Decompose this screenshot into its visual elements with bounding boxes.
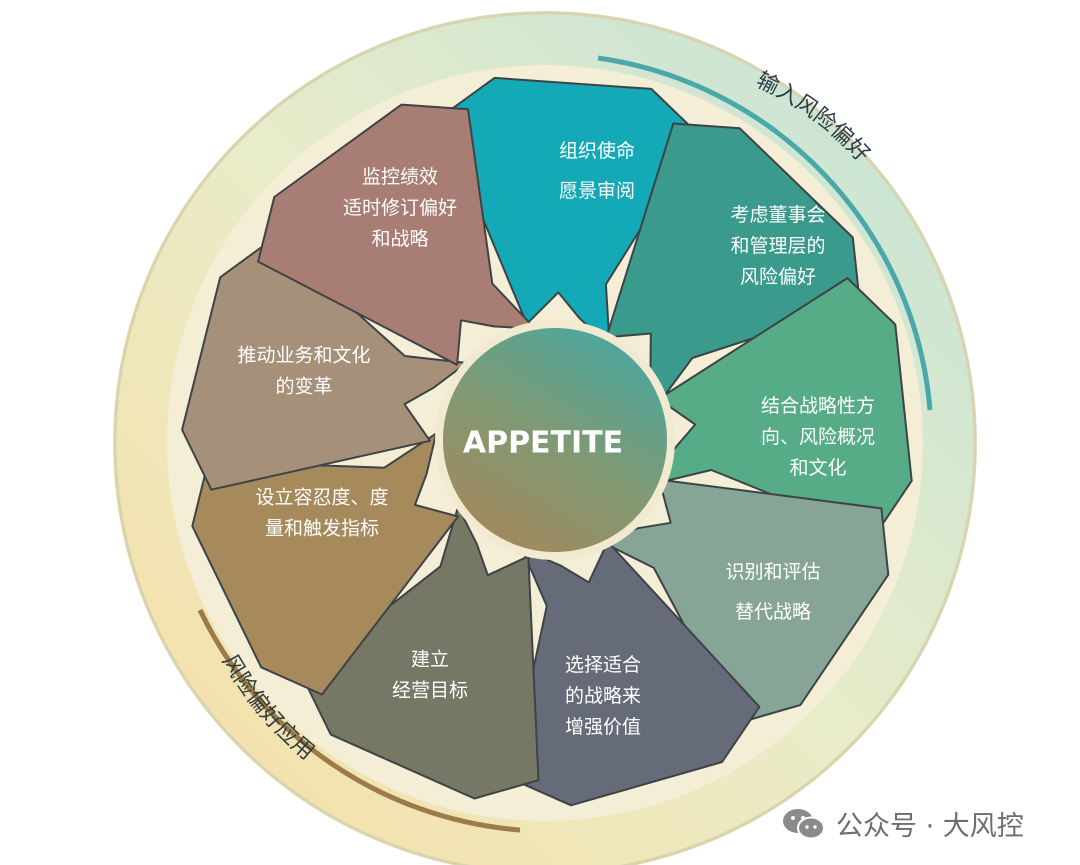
segment-label-line: 经营目标 (392, 680, 468, 702)
center-label: APPETITE (463, 426, 623, 461)
segment-label-line: 的战略来 (565, 685, 641, 707)
segment-label-line: 结合战略性方 (761, 395, 875, 417)
segment-label-monitor: 监控绩效适时修订偏好和战略 (343, 166, 457, 250)
segment-label-line: 和文化 (789, 457, 846, 479)
segment-label-line: 量和触发指标 (265, 518, 379, 540)
segment-label-board: 考虑董事会和管理层的风险偏好 (730, 204, 825, 288)
segment-label-mission: 组织使命愿景审阅 (559, 140, 635, 202)
segment-label-line: 识别和评估 (725, 561, 820, 583)
watermark-text: 公众号 · 大风控 (836, 811, 1024, 842)
segment-label-change: 推动业务和文化的变革 (237, 345, 370, 398)
segment-label-line: 和战略 (371, 228, 428, 250)
segment-label-tolerance: 设立容忍度、度量和触发指标 (255, 487, 388, 540)
segment-label-line: 愿景审阅 (559, 180, 635, 202)
segments-layer (181, 76, 913, 807)
center-hub (443, 328, 667, 552)
outer-ring-edge (113, 11, 977, 865)
segment-label-line: 选择适合 (565, 654, 641, 676)
segment-label-line: 监控绩效 (362, 166, 438, 188)
segment-label-objectives: 建立经营目标 (392, 649, 468, 702)
segment-label-line: 组织使命 (559, 140, 635, 162)
segment-label-line: 的变革 (275, 376, 332, 398)
segment-label-line: 建立 (411, 649, 449, 671)
segment-label-alternatives: 识别和评估替代战略 (725, 561, 820, 623)
watermark: 公众号 · 大风控 (782, 804, 1024, 843)
segment-label-line: 和管理层的 (730, 235, 825, 257)
segment-label-line: 考虑董事会 (730, 204, 825, 226)
segment-label-line: 设立容忍度、度 (255, 487, 388, 509)
segment-label-line: 推动业务和文化 (237, 345, 370, 367)
segment-label-line: 风险偏好 (740, 266, 816, 288)
segment-label-line: 向、风险概况 (761, 426, 875, 448)
segment-label-line: 替代战略 (735, 601, 811, 623)
top-right-arc-stroke (597, 55, 933, 411)
wechat-icon (783, 808, 825, 839)
segment-label-select: 选择适合的战略来增强价值 (565, 654, 641, 738)
segment-label-line: 增强价值 (565, 716, 641, 738)
segment-label-line: 适时修订偏好 (343, 197, 457, 219)
labels-layer: 组织使命愿景审阅考虑董事会和管理层的风险偏好结合战略性方向、风险概况和文化识别和… (237, 140, 875, 738)
segment-label-strategy: 结合战略性方向、风险概况和文化 (761, 395, 875, 479)
segment-monitor (257, 103, 537, 366)
bottom-left-arc-stroke (197, 608, 521, 833)
